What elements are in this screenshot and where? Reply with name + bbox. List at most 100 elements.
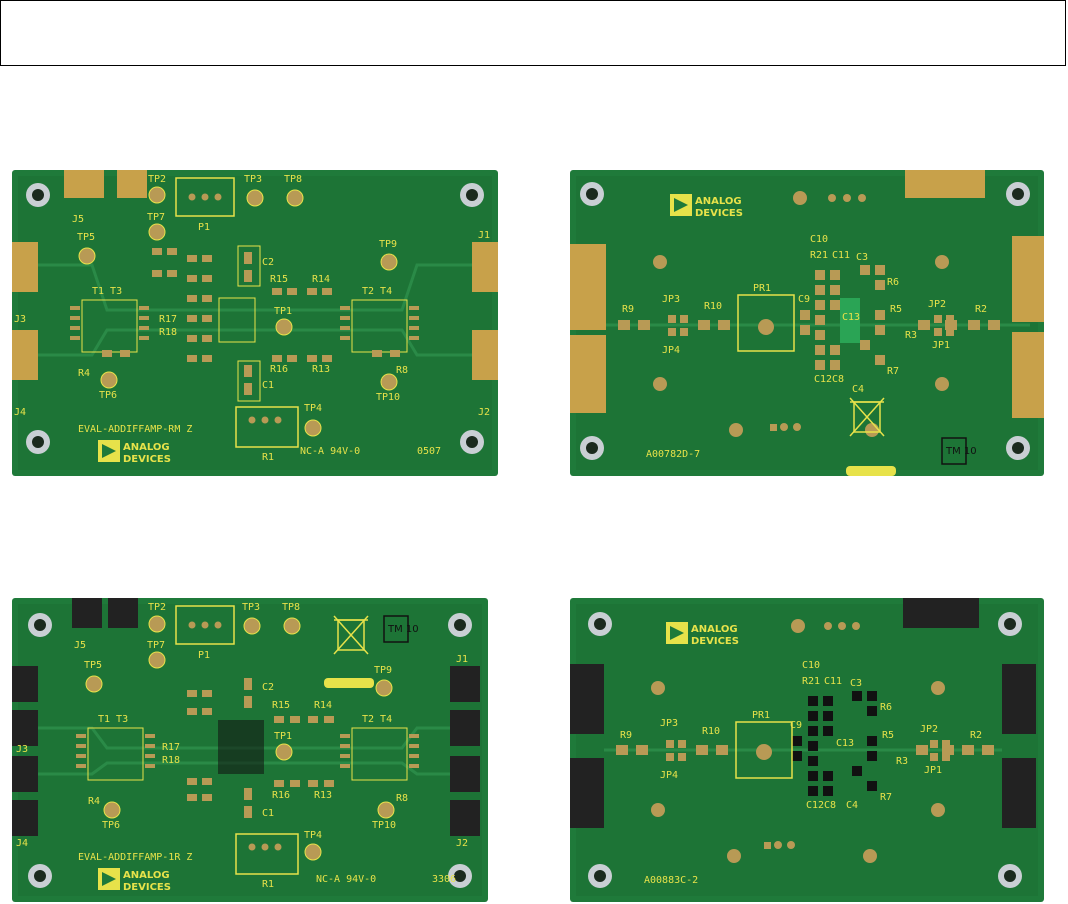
silk-label-r8: R8	[396, 365, 408, 376]
silk-label-r2: R2	[975, 304, 987, 315]
mounting-hole-icon	[460, 430, 484, 454]
mounting-hole-icon	[1006, 182, 1030, 206]
svg-text:DEVICES: DEVICES	[123, 882, 171, 893]
edge-connector-pad	[905, 170, 985, 198]
test-point-icon	[375, 679, 393, 697]
svg-text:DEVICES: DEVICES	[691, 636, 739, 647]
silk-label-pr1: PR1	[753, 283, 771, 294]
silk-label-c11: C11	[824, 676, 842, 687]
silk-label-tp10: TP10	[376, 392, 400, 403]
silk-label-r7: R7	[880, 792, 892, 803]
edge-connector-pad	[472, 330, 498, 380]
silk-label-jp1: JP1	[932, 340, 950, 351]
pin-header	[12, 710, 38, 746]
silk-label-tp3: TP3	[244, 174, 262, 185]
silk-label-pr1: PR1	[752, 710, 770, 721]
silk-label-p1: P1	[198, 650, 210, 661]
tm-badge: TM 10	[383, 615, 419, 643]
test-point-icon	[380, 373, 398, 391]
silk-label-r17: R17	[162, 742, 180, 753]
pcb-board-top-header: TM 10 TP2 TP3 TP8 TP7 TP5 TP9 TP1 TP6 TP…	[12, 598, 488, 902]
silk-label-tp1: TP1	[274, 306, 292, 317]
silk-label-c13: C13	[836, 738, 854, 749]
pin-header	[903, 598, 979, 628]
pin-header	[12, 800, 38, 836]
test-point-icon	[148, 651, 166, 669]
date-code-label: 0507	[417, 446, 441, 457]
silk-label-tp5: TP5	[77, 232, 95, 243]
mounting-hole-icon	[28, 613, 52, 637]
mounting-hole-icon	[588, 864, 612, 888]
svg-text:TM 10: TM 10	[387, 624, 419, 635]
silk-label-c9: C9	[798, 294, 810, 305]
test-point-icon	[380, 253, 398, 271]
silk-label-c11: C11	[832, 250, 850, 261]
edge-connector-pad	[1012, 236, 1044, 322]
silk-label-r4: R4	[78, 368, 90, 379]
silk-label-tp3: TP3	[242, 602, 260, 613]
silk-label-j5: J5	[72, 214, 84, 225]
svg-text:DEVICES: DEVICES	[123, 454, 171, 465]
rating-label: NC-A 94V-0	[316, 874, 376, 885]
pcb-board-top-header-drawing: TM 10 TP2 TP3 TP8 TP7 TP5 TP9 TP1 TP6 TP…	[12, 598, 488, 902]
silk-label-tp4: TP4	[304, 830, 322, 841]
silk-label-c4: C4	[846, 800, 858, 811]
mounting-hole-icon	[1006, 436, 1030, 460]
mounting-hole-icon	[998, 612, 1022, 636]
pin-header	[570, 758, 604, 828]
svg-text:DEVICES: DEVICES	[695, 208, 743, 219]
silk-label-c8: C8	[832, 374, 844, 385]
test-point-icon	[304, 419, 322, 437]
silk-label-r2: R2	[970, 730, 982, 741]
silk-label-r10: R10	[704, 301, 722, 312]
test-point-icon	[103, 801, 121, 819]
silk-label-r8: R8	[396, 793, 408, 804]
test-point-icon	[78, 247, 96, 265]
rating-label: NC-A 94V-0	[300, 446, 360, 457]
silk-label-tp8: TP8	[282, 602, 300, 613]
edge-connector-pad	[12, 330, 38, 380]
silk-label-tp7: TP7	[147, 640, 165, 651]
silk-label-j1: J1	[456, 654, 468, 665]
silk-label-tp5: TP5	[84, 660, 102, 671]
silk-label-r14: R14	[314, 700, 332, 711]
silk-label-jp4: JP4	[660, 770, 678, 781]
date-code-label: 3306	[432, 874, 456, 885]
test-point-icon	[148, 615, 166, 633]
weee-bin-icon	[849, 397, 885, 437]
pcb-board-top-gold: TP2 TP3 TP8 TP7 TP5 TP9 TP1 TP6 TP10 TP4…	[12, 170, 498, 476]
pin-header	[12, 666, 38, 702]
board-name-label: EVAL-ADDIFFAMP-1R Z	[78, 852, 192, 863]
pin-header	[450, 666, 480, 702]
silk-label-t1t3: T1 T3	[98, 714, 128, 725]
silk-label-r16: R16	[270, 364, 288, 375]
test-point-icon	[100, 371, 118, 389]
analog-devices-logo-icon: ANALOG DEVICES	[666, 622, 739, 647]
silk-label-p1: P1	[198, 222, 210, 233]
silk-label-r18: R18	[162, 755, 180, 766]
silk-label-j4: J4	[16, 838, 28, 849]
svg-text:TM 10: TM 10	[945, 446, 977, 457]
silk-label-r5: R5	[890, 304, 902, 315]
silk-label-c10: C10	[802, 660, 820, 671]
edge-connector-pad	[570, 335, 606, 413]
mounting-hole-icon	[26, 430, 50, 454]
pin-header	[1002, 664, 1036, 734]
silk-label-t1t3: T1 T3	[92, 286, 122, 297]
mounting-hole-icon	[28, 864, 52, 888]
silk-label-r18: R18	[159, 327, 177, 338]
analog-devices-logo-icon: ANALOG DEVICES	[670, 194, 743, 219]
silk-label-c4: C4	[852, 384, 864, 395]
pin-header	[450, 710, 480, 746]
silk-label-r15: R15	[270, 274, 288, 285]
silk-label-c12: C12	[806, 800, 824, 811]
edge-connector-pad	[1012, 332, 1044, 418]
silk-label-t2t4: T2 T4	[362, 286, 392, 297]
silk-label-r13: R13	[312, 364, 330, 375]
pcb-board-bottom-header-drawing: PR1 JP3 JP4 JP2 JP1 R9 R10 R5 R3 R2 R6 R…	[570, 598, 1044, 902]
board-code-label: A00883C-2	[644, 875, 698, 886]
silk-label-j3: J3	[16, 744, 28, 755]
edge-connector-pad	[472, 242, 498, 292]
silk-label-r14: R14	[312, 274, 330, 285]
pin-header	[1002, 758, 1036, 828]
